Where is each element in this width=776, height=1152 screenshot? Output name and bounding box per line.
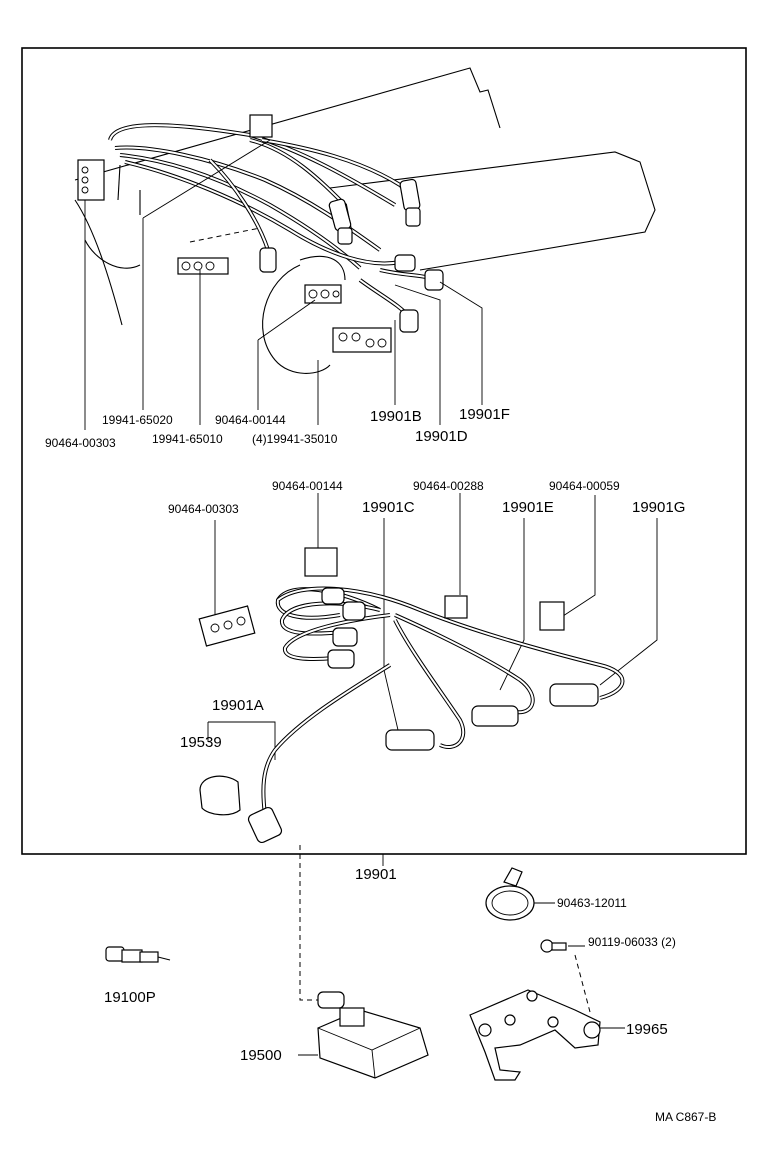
diagram-code: MA C867-B xyxy=(655,1110,716,1124)
label-90464-00144-mid: 90464-00144 xyxy=(272,479,343,493)
label-19500: 19500 xyxy=(240,1047,282,1064)
plug-boot xyxy=(332,627,358,647)
ignition-coil-19500 xyxy=(298,991,429,1079)
upper-assembly-frame xyxy=(21,47,747,855)
plug-boot-19901E xyxy=(471,705,519,727)
plug-boot xyxy=(259,247,277,273)
middle-clamps xyxy=(198,547,565,816)
label-19100P: 19100P xyxy=(104,989,156,1006)
engine-block-outline xyxy=(74,67,656,374)
middle-leader-lines xyxy=(207,493,658,760)
top-wire-harness xyxy=(108,123,431,320)
label-19901E: 19901E xyxy=(502,499,554,516)
label-90464-00303-mid: 90464-00303 xyxy=(168,502,239,516)
clamp-band-90463-12011 xyxy=(485,867,555,921)
coil-boot-19901A xyxy=(247,806,283,844)
label-19539: 19539 xyxy=(180,734,222,751)
label-19941-65010: 19941-65010 xyxy=(152,432,223,446)
clamp-19941-65020 xyxy=(249,114,273,138)
label-90463-12011: 90463-12011 xyxy=(557,896,627,910)
clamp-90464-00059 xyxy=(539,601,565,631)
dashed-link-coil xyxy=(299,845,322,1001)
label-19901F: 19901F xyxy=(459,406,510,423)
clamp-19941-65010 xyxy=(177,257,229,275)
label-90464-00144-top: 90464-00144 xyxy=(215,413,286,427)
plug-boot xyxy=(328,198,352,232)
label-19901G: 19901G xyxy=(632,499,685,516)
clamp-90464-00144 xyxy=(304,284,342,304)
label-19965: 19965 xyxy=(626,1021,668,1038)
clamp-90464-00303 xyxy=(198,605,256,647)
bolt-90119-06033 xyxy=(540,939,585,953)
plug-boot xyxy=(424,269,444,291)
top-leader-lines xyxy=(84,139,483,430)
plug-boot xyxy=(342,601,366,621)
label-19901C: 19901C xyxy=(362,499,415,516)
plug-boot xyxy=(399,178,421,212)
holder-19539 xyxy=(199,775,241,816)
middle-plug-boots xyxy=(247,587,599,844)
label-90464-00288: 90464-00288 xyxy=(413,479,484,493)
top-clamps xyxy=(77,114,392,353)
label-19901A: 19901A xyxy=(212,697,264,714)
plug-boot xyxy=(321,587,345,605)
label-19901B: 19901B xyxy=(370,408,422,425)
plug-boot-tip xyxy=(405,207,421,227)
label-19941-35010: (4)19941-35010 xyxy=(252,432,338,446)
label-19901D: 19901D xyxy=(415,428,468,445)
plug-boot xyxy=(399,309,419,333)
label-19941-65020: 19941-65020 xyxy=(102,413,173,427)
plug-boot xyxy=(327,649,355,669)
label-90119-06033: 90119-06033 (2) xyxy=(588,935,676,949)
label-90464-00059: 90464-00059 xyxy=(549,479,620,493)
clamp-90464-00144 xyxy=(304,547,338,577)
spark-plug-19100P xyxy=(105,946,171,963)
top-plug-boots xyxy=(259,178,444,333)
label-90464-00303-top: 90464-00303 xyxy=(45,436,116,450)
clamp-19941-35010 xyxy=(332,327,392,353)
plug-boot-19901G xyxy=(549,683,599,707)
plug-boot-tip xyxy=(337,227,353,245)
plug-boot-19901C xyxy=(385,729,435,751)
clamp-90464-00288 xyxy=(444,595,468,619)
plug-boot xyxy=(394,254,416,272)
dashed-link-bracket xyxy=(574,954,591,1013)
label-19901: 19901 xyxy=(355,866,397,883)
bracket-19965 xyxy=(469,989,625,1081)
